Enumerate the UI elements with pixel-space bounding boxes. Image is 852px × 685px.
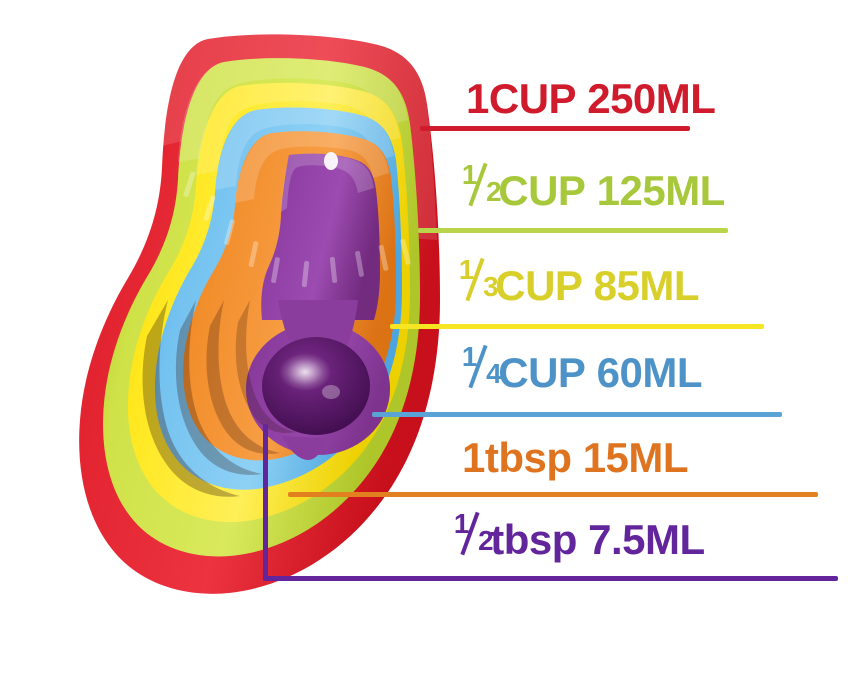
fraction-one-quarter: 1 4 bbox=[461, 340, 502, 389]
embossed-handle-markings bbox=[183, 171, 411, 288]
fraction-numerator: 1 bbox=[458, 253, 474, 285]
label-quarter-cup-text: 1 4 CUP 60ML bbox=[461, 340, 703, 396]
fraction-denominator: 4 bbox=[486, 358, 502, 390]
fraction-numerator: 1 bbox=[461, 340, 477, 372]
label-1-tbsp-whole: 1 bbox=[462, 434, 485, 481]
label-1-cup-text: 1CUP 250ML bbox=[466, 75, 716, 122]
label-1-tbsp-unit: tbsp bbox=[484, 434, 572, 481]
label-half-cup-text: 1 2 CUP 125ML bbox=[461, 158, 726, 214]
label-third-cup-text: 1 3 CUP 85ML bbox=[458, 253, 700, 309]
nested-interior-shading bbox=[142, 300, 296, 497]
label-quarter-cup-unit: CUP bbox=[498, 349, 586, 396]
label-quarter-cup-volume: 60ML bbox=[596, 349, 703, 396]
label-1-cup-whole: 1 bbox=[466, 75, 489, 122]
fraction-denominator: 2 bbox=[478, 525, 494, 557]
fraction-one-half: 1 2 bbox=[453, 507, 494, 556]
label-1-cup-unit: CUP bbox=[488, 75, 577, 122]
hanging-hole bbox=[324, 152, 338, 170]
label-half-cup-volume: 125ML bbox=[596, 167, 726, 214]
label-1-cup-volume: 250ML bbox=[587, 75, 716, 122]
label-third-cup-unit: CUP bbox=[495, 262, 583, 309]
fraction-denominator: 2 bbox=[486, 176, 502, 208]
fraction-one-third: 1 3 bbox=[458, 253, 499, 302]
fraction-numerator: 1 bbox=[453, 507, 469, 539]
label-1-tbsp-text: 1tbsp 15ML bbox=[462, 434, 689, 481]
label-1-tbsp-volume: 15ML bbox=[582, 434, 689, 481]
fraction-one-half: 1 2 bbox=[461, 158, 502, 207]
measuring-cups-photo bbox=[79, 34, 440, 594]
fraction-numerator: 1 bbox=[461, 158, 477, 190]
label-third-cup-volume: 85ML bbox=[593, 262, 700, 309]
label-half-tbsp-text: 1 2 tbsp 7.5ML bbox=[453, 507, 705, 563]
fraction-denominator: 3 bbox=[483, 271, 499, 303]
label-half-tbsp-volume: 7.5ML bbox=[588, 516, 705, 563]
label-half-tbsp-unit: tbsp bbox=[490, 516, 577, 563]
label-half-cup-unit: CUP bbox=[498, 167, 586, 214]
cup-piece-half-tablespoon bbox=[246, 152, 390, 460]
